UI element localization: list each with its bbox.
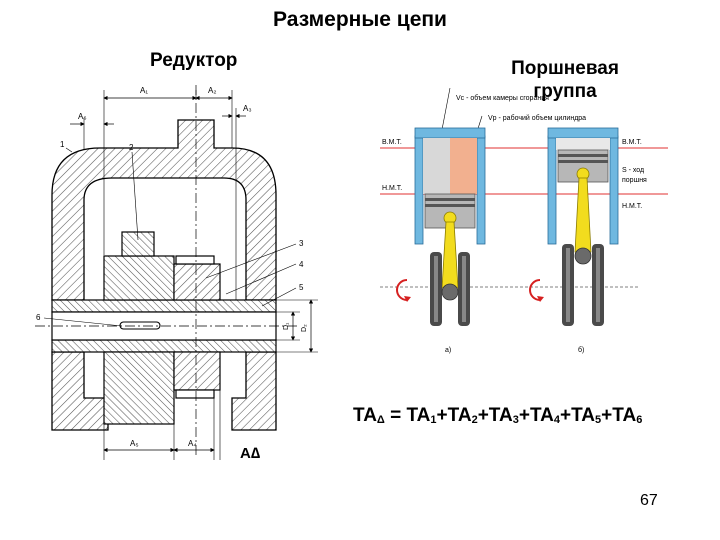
callout-2: 2 bbox=[129, 143, 134, 152]
vmt-right-label: В.М.Т. bbox=[622, 139, 642, 146]
formula-term-sub: 1 bbox=[430, 414, 437, 426]
caption-a: а) bbox=[445, 347, 451, 354]
formula-term: TA bbox=[488, 405, 513, 426]
callout-6: 6 bbox=[36, 313, 41, 322]
reductor-gears bbox=[103, 231, 221, 425]
formula-term-sub: 3 bbox=[512, 414, 519, 426]
reductor-shaft bbox=[35, 299, 300, 353]
piston-heading: Поршневая группа bbox=[511, 58, 619, 102]
legend-vp: Vр - рабочий объем цилиндра bbox=[488, 114, 586, 122]
formula-term-sub: 6 bbox=[636, 414, 643, 426]
formula-term: TA bbox=[571, 405, 596, 426]
callout-5: 5 bbox=[299, 283, 304, 292]
dim-a3: A₃ bbox=[243, 104, 252, 113]
formula-term: TA bbox=[612, 405, 637, 426]
formula-term: TA bbox=[406, 405, 431, 426]
formula-equals: = bbox=[384, 405, 407, 426]
caption-b: б) bbox=[578, 346, 584, 354]
dim-d1: D₁ bbox=[283, 322, 290, 330]
stroke-label-line1: S - ход bbox=[622, 167, 644, 174]
dim-a6: A₆ bbox=[78, 112, 87, 121]
dim-a2: A₂ bbox=[208, 86, 216, 95]
legend-vc: Vc - объем камеры сгорания bbox=[456, 94, 549, 102]
formula-term: TA bbox=[447, 405, 472, 426]
formula-lhs: TA bbox=[353, 405, 377, 426]
reductor-callouts: 1 2 3 4 5 6 bbox=[36, 140, 304, 327]
tolerance-formula: TAΔ = TA1+TA2+TA3+TA4+TA5+TA6 bbox=[353, 405, 643, 426]
formula-term-sub: 2 bbox=[471, 414, 478, 426]
stroke-label-line2: поршня bbox=[622, 177, 647, 184]
callout-4: 4 bbox=[299, 260, 304, 269]
vmt-left-label: В.М.Т. bbox=[382, 139, 402, 146]
dim-d2: D₂ bbox=[301, 324, 308, 332]
nmt-right-label: Н.М.Т. bbox=[622, 203, 642, 210]
page-number: 67 bbox=[640, 492, 658, 509]
dim-a4: A₄ bbox=[188, 439, 197, 448]
reductor-top-dimensions: A₁ A₂ A₃ A₆ bbox=[70, 86, 252, 300]
formula-lhs-sub: Δ bbox=[376, 414, 385, 426]
reductor-bottom-dimensions: A₅ A₄ A∆ bbox=[103, 390, 260, 462]
reductor-diameter-dimensions: D₁ D₂ bbox=[276, 299, 318, 353]
dim-a5: A₅ bbox=[130, 439, 139, 448]
formula-term: TA bbox=[529, 405, 554, 426]
dim-a1: A₁ bbox=[140, 86, 148, 95]
reductor-housing bbox=[51, 119, 277, 431]
reductor-heading: Редуктор bbox=[150, 50, 238, 71]
callout-3: 3 bbox=[299, 239, 304, 248]
engine-a: а) bbox=[396, 127, 486, 354]
nmt-left-label: Н.М.Т. bbox=[382, 185, 402, 192]
slide-title: Размерные цепи bbox=[273, 8, 447, 31]
engine-b: б) bbox=[529, 127, 619, 354]
dim-a-delta: A∆ bbox=[240, 445, 260, 462]
formula-term-sub: 5 bbox=[595, 414, 602, 426]
callout-1: 1 bbox=[60, 140, 65, 149]
formula-term-sub: 4 bbox=[553, 414, 560, 426]
